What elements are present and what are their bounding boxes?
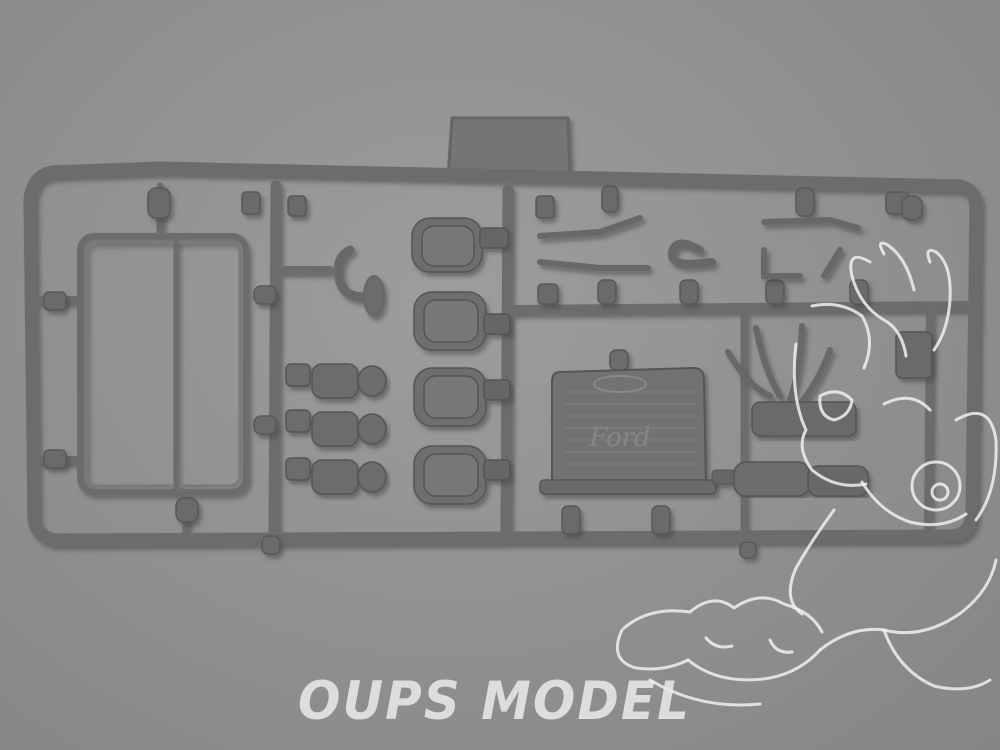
lever-part xyxy=(537,259,651,271)
sprue-gate xyxy=(253,285,277,305)
sprue-gate xyxy=(679,279,699,305)
windshield-inner-frame xyxy=(84,240,242,488)
sprue-gate xyxy=(651,505,671,535)
sprue-gate xyxy=(601,185,619,213)
headlamp-part xyxy=(411,217,509,273)
sprue-gate xyxy=(537,283,559,305)
bracket-part xyxy=(821,247,843,279)
headlamp-part xyxy=(413,367,511,427)
rabbit-mascot-logo xyxy=(615,241,998,707)
sprue-gate xyxy=(535,195,555,219)
sprue-gate xyxy=(241,191,261,215)
side-lamp-part xyxy=(285,457,387,495)
sprue-gate xyxy=(147,187,171,219)
sprue-frame xyxy=(23,161,983,547)
radiator-emblem: Ford xyxy=(588,423,650,453)
sprue-gate xyxy=(253,415,277,435)
sprue-gate xyxy=(175,497,199,523)
pipe-part xyxy=(725,323,833,407)
sprue-gate xyxy=(261,535,281,555)
headlamp-part xyxy=(413,445,511,505)
sprue-gate xyxy=(287,195,307,217)
side-lamp-part xyxy=(285,409,387,447)
side-lamp-part xyxy=(285,363,387,399)
hook-part xyxy=(667,239,716,269)
sprue-gate xyxy=(43,291,67,311)
watermark-text: OUPS MODEL xyxy=(298,670,691,732)
sprue-gate xyxy=(795,187,815,217)
sprue-gate xyxy=(765,279,785,305)
lever-part xyxy=(761,216,861,231)
windshield-frame xyxy=(77,233,249,495)
sprue-runner xyxy=(268,180,282,544)
sprue-gate xyxy=(901,195,923,221)
sprue-gate xyxy=(43,449,67,469)
sprue-gate xyxy=(739,541,757,559)
lever-part xyxy=(537,215,643,239)
muffler-part xyxy=(711,461,869,497)
radiator-part xyxy=(539,349,717,495)
headlamp-part xyxy=(413,291,511,351)
sprue-gate xyxy=(561,505,581,535)
horn-part xyxy=(333,245,375,302)
bracket-part xyxy=(761,247,803,279)
engine-block-part xyxy=(751,331,933,437)
sprue-gate xyxy=(597,279,617,305)
